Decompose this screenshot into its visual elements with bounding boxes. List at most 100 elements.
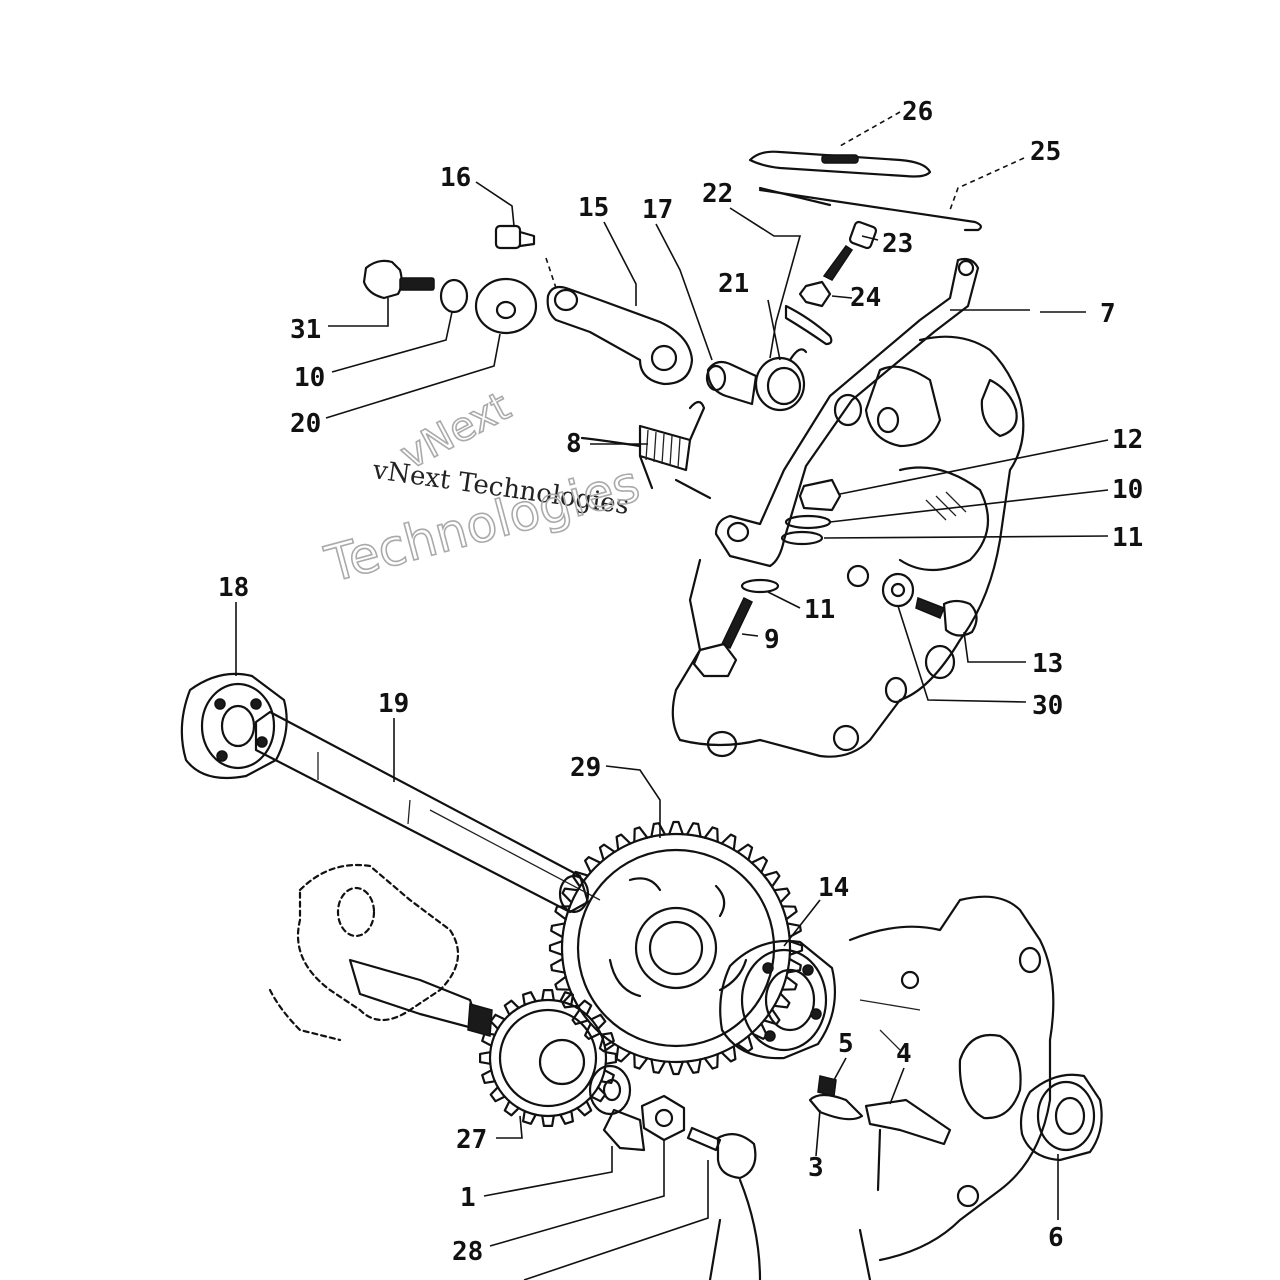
callout-12: 12 bbox=[1112, 425, 1143, 455]
callout-11: 11 bbox=[1112, 523, 1143, 553]
gear-tooth bbox=[685, 1058, 702, 1074]
gear-tooth bbox=[668, 1060, 684, 1076]
gear-tooth bbox=[650, 1058, 667, 1074]
part-18-bearing bbox=[180, 672, 288, 780]
part-19-shaft bbox=[254, 710, 601, 914]
part-25-rod bbox=[758, 188, 982, 232]
part-22-pin bbox=[758, 186, 832, 207]
callout-22: 22 bbox=[702, 179, 733, 209]
part-10-washer bbox=[439, 278, 469, 314]
callout-24: 24 bbox=[850, 283, 881, 313]
callout-19: 19 bbox=[378, 689, 409, 719]
callout-3: 3 bbox=[808, 1153, 824, 1183]
callout-25: 25 bbox=[1030, 137, 1061, 167]
gear-tooth bbox=[571, 870, 590, 888]
gear-tooth bbox=[633, 1053, 649, 1070]
gear-tooth bbox=[481, 1069, 496, 1084]
callout-29: 29 bbox=[570, 753, 601, 783]
callout-26: 26 bbox=[902, 97, 933, 127]
gear-tooth bbox=[615, 1045, 632, 1063]
gear-tooth bbox=[633, 826, 649, 843]
part-11-washer-b bbox=[740, 578, 780, 594]
part-17-bush bbox=[705, 360, 758, 406]
part-11-washer-a bbox=[780, 530, 824, 546]
callout-23: 23 bbox=[882, 229, 913, 259]
gear-tooth bbox=[590, 1086, 607, 1103]
part-3-pin bbox=[808, 1093, 864, 1121]
part-26-clip bbox=[748, 150, 932, 178]
gear-tooth bbox=[773, 887, 791, 904]
gear-tooth bbox=[541, 989, 555, 1002]
gear-tooth bbox=[598, 1034, 616, 1053]
callout-15: 15 bbox=[578, 193, 609, 223]
gear-tooth bbox=[598, 843, 616, 862]
watermark: vNext vNext Technologies Technologies bbox=[318, 383, 646, 595]
gear-tooth bbox=[703, 826, 719, 843]
gear-tooth bbox=[604, 1051, 617, 1065]
leader-lines bbox=[235, 111, 1109, 1280]
callout-7: 7 bbox=[1100, 299, 1116, 329]
part-4-plate bbox=[864, 1098, 952, 1192]
part-1-collar bbox=[588, 1064, 646, 1152]
part-6-seal bbox=[1019, 1073, 1103, 1162]
callout-4: 4 bbox=[896, 1039, 912, 1069]
callout-5: 5 bbox=[838, 1029, 854, 1059]
gear-tooth bbox=[786, 922, 802, 939]
callout-18: 18 bbox=[218, 573, 249, 603]
callout-11-b: 11 bbox=[804, 595, 835, 625]
callout-21: 21 bbox=[718, 269, 749, 299]
gear-tooth bbox=[615, 833, 632, 851]
gear-tooth bbox=[548, 940, 564, 956]
part-7-lever bbox=[714, 257, 980, 568]
callout-8: 8 bbox=[566, 429, 582, 459]
part-29-gear bbox=[548, 820, 804, 1076]
gear-tooth bbox=[561, 887, 579, 904]
gear-tooth bbox=[576, 1100, 593, 1117]
callout-9: 9 bbox=[764, 625, 780, 655]
callout-16: 16 bbox=[440, 163, 471, 193]
part-5-bolt bbox=[817, 1075, 837, 1097]
callout-20: 20 bbox=[290, 409, 321, 439]
part-15-lever bbox=[546, 285, 694, 386]
callout-28: 28 bbox=[452, 1237, 483, 1267]
part-12-nut bbox=[798, 478, 842, 512]
part-20-washer bbox=[474, 277, 538, 335]
gear-tooth bbox=[773, 992, 791, 1009]
gear-tooth bbox=[522, 1110, 537, 1125]
gear-tooth bbox=[762, 870, 781, 888]
gear-tooth bbox=[541, 1114, 555, 1127]
callout-17: 17 bbox=[642, 195, 673, 225]
part-cotter-pin bbox=[784, 304, 833, 346]
lower-housing bbox=[708, 895, 1055, 1280]
gear-tooth bbox=[668, 820, 684, 836]
part-23-bolt bbox=[822, 220, 878, 281]
part-27-gear bbox=[479, 989, 617, 1127]
part-13-bolt bbox=[915, 596, 978, 637]
part-bolt-lower bbox=[686, 1126, 757, 1180]
callout-1: 1 bbox=[460, 1183, 476, 1213]
gear-tooth bbox=[584, 856, 602, 874]
gear-tooth bbox=[489, 1086, 506, 1103]
gear-tooth bbox=[750, 856, 768, 874]
gear-tooth bbox=[554, 975, 571, 991]
gear-tooth bbox=[554, 905, 571, 921]
part-9-bolt bbox=[692, 596, 753, 678]
part-31-bolt bbox=[362, 259, 435, 300]
part-14-bearing bbox=[719, 940, 837, 1060]
part-30-washer bbox=[881, 572, 915, 608]
gear-tooth bbox=[736, 843, 754, 862]
gear-tooth bbox=[600, 1032, 615, 1047]
gear-tooth bbox=[559, 991, 574, 1006]
part-16-plug bbox=[494, 224, 536, 250]
gear-tooth bbox=[781, 975, 798, 991]
callout-6: 6 bbox=[1048, 1223, 1064, 1253]
part-8-spring bbox=[568, 400, 712, 500]
gear-tooth bbox=[720, 1045, 737, 1063]
gear-tooth bbox=[685, 822, 702, 838]
callout-13: 13 bbox=[1032, 649, 1063, 679]
gear-tooth bbox=[503, 1100, 520, 1117]
gear-tooth bbox=[781, 905, 798, 921]
gear-tooth bbox=[550, 957, 566, 974]
part-28-nut bbox=[640, 1094, 686, 1142]
